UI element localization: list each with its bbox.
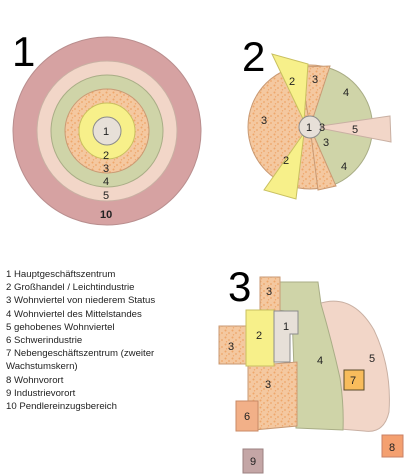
model-2-number: 2: [242, 33, 265, 80]
zone-9-area: [242, 448, 264, 474]
sector-model: 2 1 2 2 3 3 3 3 4 4 5: [242, 33, 392, 200]
zone-1-area: [273, 310, 299, 363]
zone-1-core: [92, 116, 122, 146]
zone-label: 5: [103, 190, 109, 202]
zone-label: 3: [266, 286, 272, 298]
zone-label: 1: [103, 126, 109, 138]
zone-3-area-bottom: [247, 361, 298, 431]
zone-label: 6: [244, 411, 250, 423]
zone-label: 2: [103, 150, 109, 162]
zone-label: 2: [289, 76, 295, 88]
legend-item: 7 Nebengeschäftszentrum (zweiter: [6, 348, 155, 360]
concentric-zone-model: 1 1 2 3 4 5 10: [12, 28, 202, 226]
zone-2-sector-lower: [263, 132, 305, 200]
zone-label: 4: [341, 161, 347, 173]
zone-label: 2: [256, 330, 262, 342]
legend-item: 8 Wohnvorort: [6, 374, 64, 386]
zone-2-area: [245, 309, 275, 367]
zone-label: 5: [352, 124, 358, 136]
legend-item: 1 Hauptgeschäftszentrum: [6, 269, 116, 280]
zone-label: 3: [103, 163, 109, 175]
zone-label: 3: [228, 341, 234, 353]
legend: 1 Hauptgeschäftszentrum 2 Großhandel / L…: [6, 268, 206, 413]
zone-label: 8: [389, 442, 395, 454]
zone-label: 7: [350, 375, 356, 387]
zone-1-core: [298, 115, 322, 139]
zone-2-sector-upper: [271, 53, 309, 123]
zone-label: 4: [317, 355, 323, 367]
legend-item: 3 Wohnviertel von niederem Status: [6, 295, 156, 307]
zone-label: 2: [283, 155, 289, 167]
legend-item: 4 Wohnviertel des Mittelstandes: [6, 308, 142, 320]
model-3-number: 3: [228, 263, 251, 310]
legend-item: 2 Großhandel / Leichtindustrie: [6, 282, 135, 294]
zone-label: 4: [103, 176, 109, 188]
zone-3-area-left: [218, 325, 247, 365]
legend-item: 6 Schwerindustrie: [6, 335, 83, 347]
zone-label: 1: [306, 122, 312, 134]
zone-label: 3: [319, 122, 325, 134]
zone-6-area: [235, 400, 259, 432]
zone-8-area: [381, 434, 404, 458]
zone-label: 5: [369, 353, 375, 365]
zone-label: 4: [343, 87, 349, 99]
zone-label: 3: [261, 115, 267, 127]
zone-label: 10: [100, 209, 112, 221]
zone-label: 3: [312, 74, 318, 86]
zone-5-sector: [313, 115, 392, 143]
zone-label: 3: [265, 379, 271, 391]
legend-item: Wachstumskern): [6, 361, 78, 373]
model-1-number: 1: [12, 28, 35, 75]
zone-label: 3: [323, 137, 329, 149]
legend-item: 10 Pendlereinzugsbereich: [6, 401, 117, 413]
multiple-nuclei-model: 3 1 2 3 3 3 4 5 6 7 8 9: [218, 263, 404, 474]
legend-item: 5 gehobenes Wohnviertel: [6, 321, 115, 333]
zone-label: 1: [283, 321, 289, 333]
legend-item: 9 Industrievorort: [6, 387, 76, 399]
zone-label: 9: [250, 456, 256, 468]
zone-3-sector-bottom: [309, 126, 337, 191]
zone-7-area: [343, 369, 365, 391]
